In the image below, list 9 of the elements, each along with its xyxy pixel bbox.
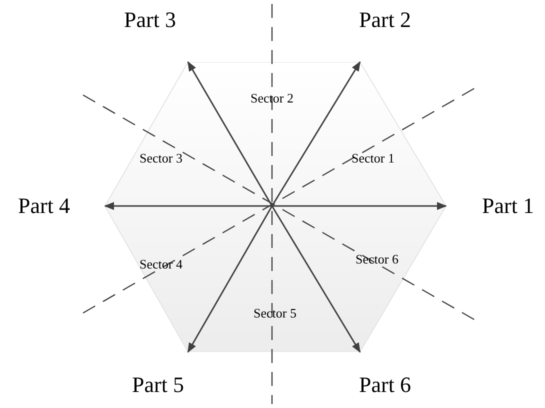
part-label: Part 4 <box>18 195 70 217</box>
part-label: Part 2 <box>359 9 411 31</box>
part-label: Part 5 <box>132 374 184 396</box>
part-label: Part 3 <box>124 9 176 31</box>
part-label: Part 6 <box>359 374 411 396</box>
part-label: Part 1 <box>482 195 534 217</box>
sector-label: Sector 2 <box>250 92 294 104</box>
sector-label: Sector 1 <box>352 152 394 164</box>
sector-label: Sector 3 <box>140 152 182 164</box>
